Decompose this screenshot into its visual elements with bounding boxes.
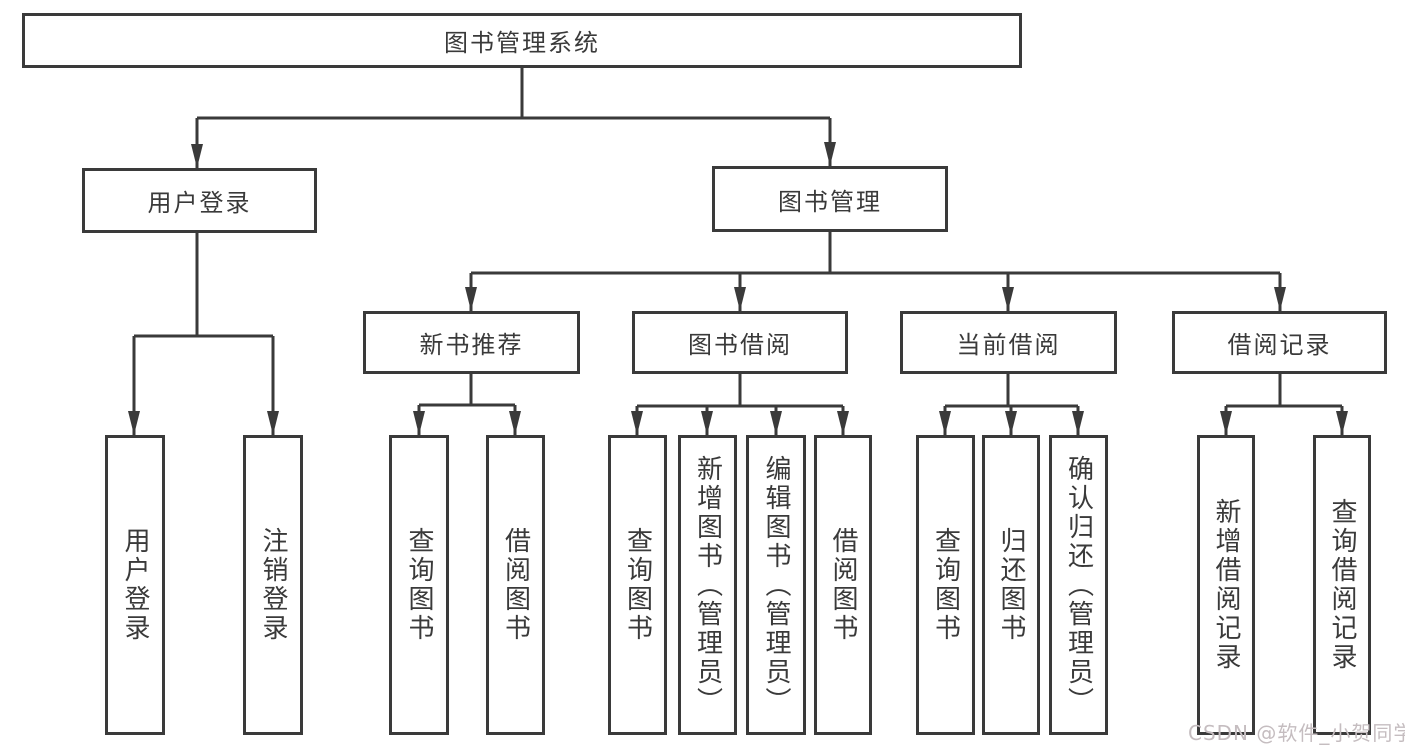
leaf-label: 注销登录 (258, 527, 288, 643)
node-leaf-query-books-1: 查询图书 (389, 435, 449, 735)
node-group-new-book-recommend: 新书推荐 (363, 311, 580, 374)
connector-current-borrow-to-leaves (939, 374, 1084, 435)
node-leaf-query-books-2: 查询图书 (608, 435, 667, 735)
connector-book-mgmt-to-groups (465, 232, 1286, 311)
leaf-label: 确认归还（管理员） (1063, 454, 1094, 716)
leaf-label: 新增借阅记录 (1211, 498, 1241, 672)
node-leaf-query-books-3: 查询图书 (916, 435, 975, 735)
node-branch-user-login: 用户登录 (82, 168, 317, 233)
node-leaf-add-books-admin: 新增图书（管理员） (678, 435, 737, 735)
node-group-current-borrow: 当前借阅 (900, 311, 1117, 374)
node-leaf-borrow-books-2: 借阅图书 (814, 435, 872, 735)
node-leaf-user-login: 用户登录 (105, 435, 165, 735)
leaf-label: 新增图书（管理员） (692, 454, 723, 716)
connector-user-login-to-leaves (128, 233, 279, 435)
connector-borrow-records-to-leaves (1220, 374, 1348, 435)
node-leaf-add-borrow-record: 新增借阅记录 (1197, 435, 1255, 735)
leaf-label: 查询图书 (930, 527, 961, 643)
leaf-label: 查询图书 (404, 527, 434, 643)
leaf-label: 用户登录 (120, 527, 150, 643)
node-root-system: 图书管理系统 (22, 13, 1022, 68)
node-group-borrow-records: 借阅记录 (1172, 311, 1387, 374)
node-leaf-return-books: 归还图书 (982, 435, 1040, 735)
leaf-label: 归还图书 (996, 527, 1026, 643)
leaf-label: 借阅图书 (500, 527, 531, 643)
node-group-book-borrow: 图书借阅 (632, 311, 848, 374)
node-leaf-logout: 注销登录 (243, 435, 303, 735)
leaf-label: 查询图书 (622, 527, 653, 643)
leaf-label: 查询借阅记录 (1327, 498, 1357, 672)
connector-book-borrow-to-leaves (631, 374, 849, 435)
node-leaf-confirm-return-admin: 确认归还（管理员） (1049, 435, 1108, 735)
leaf-label: 编辑图书（管理员） (761, 454, 791, 716)
node-leaf-query-borrow-record: 查询借阅记录 (1313, 435, 1371, 735)
leaf-label: 借阅图书 (828, 527, 858, 643)
node-leaf-edit-books-admin: 编辑图书（管理员） (746, 435, 806, 735)
node-branch-book-management: 图书管理 (712, 166, 948, 232)
node-leaf-borrow-books-1: 借阅图书 (486, 435, 545, 735)
csdn-watermark: CSDN @软件_小贺同学 (1188, 721, 1405, 745)
connector-root-to-branches (191, 68, 836, 168)
connector-new-book-rec-to-leaves (413, 374, 521, 435)
